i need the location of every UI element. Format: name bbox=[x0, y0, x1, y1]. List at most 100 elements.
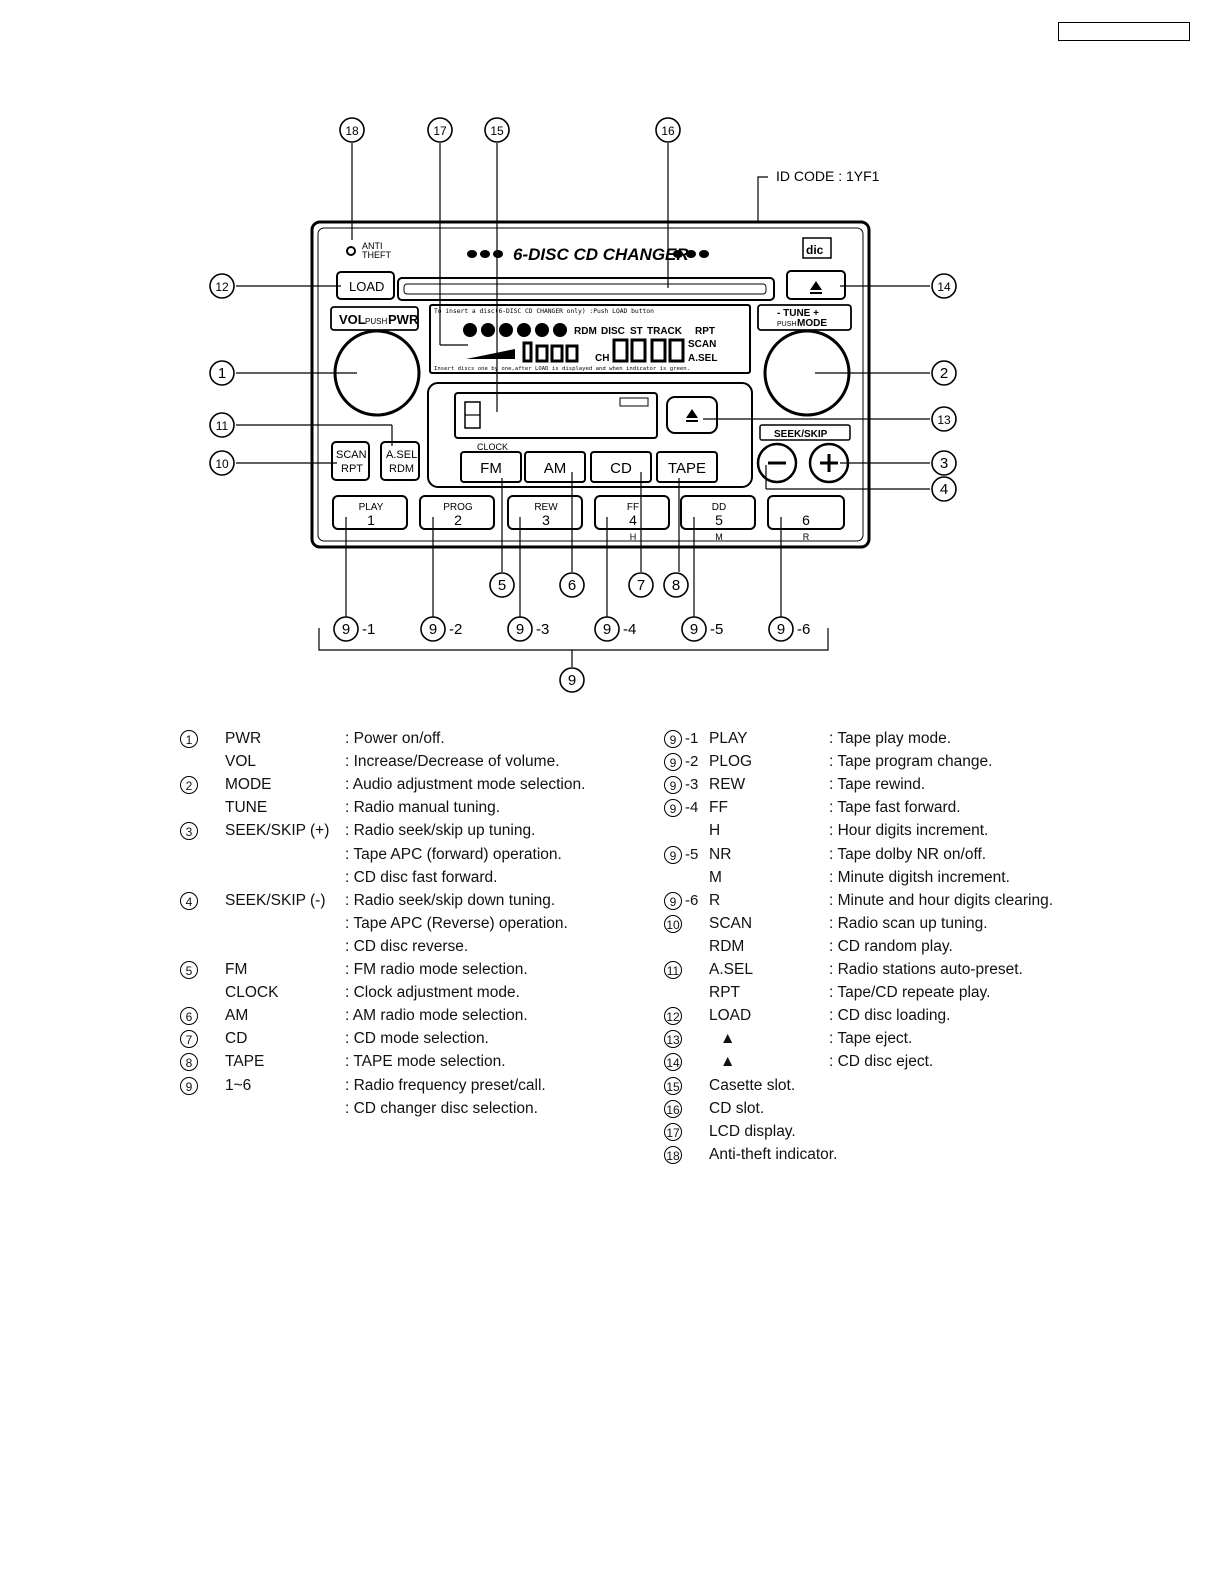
callout-number-9: 9 bbox=[690, 621, 698, 638]
legend-description: : Increase/Decrease of volume. bbox=[345, 753, 560, 771]
callout-number-2: 2 bbox=[940, 365, 948, 382]
lcd-ch: CH bbox=[595, 353, 609, 364]
legend-number: 14 bbox=[664, 1053, 682, 1072]
legend-row: M: Minute digitsh increment. bbox=[664, 867, 1224, 889]
legend-description: : Tape eject. bbox=[829, 1030, 913, 1048]
callout-circle-6 bbox=[559, 572, 585, 598]
preset-button-6[interactable] bbox=[767, 495, 845, 530]
preset-button-5[interactable] bbox=[680, 495, 756, 530]
callout-number-5: 5 bbox=[498, 577, 506, 594]
callout-number-9: 9 bbox=[777, 621, 785, 638]
legend-name: Casette slot. bbox=[709, 1076, 796, 1094]
legend-number: 2 bbox=[180, 776, 198, 795]
legend-description: : Minute digitsh increment. bbox=[829, 868, 1010, 886]
legend-description: : CD disc eject. bbox=[829, 1053, 934, 1071]
legend-name: PWR bbox=[225, 730, 262, 747]
cassette-slot bbox=[454, 392, 658, 439]
legend-description: : Radio seek/skip up tuning. bbox=[345, 822, 536, 840]
legend-row: RPT: Tape/CD repeate play. bbox=[664, 982, 1224, 1004]
legend-description: : CD disc loading. bbox=[829, 1007, 951, 1025]
preset-button-top-label: DD bbox=[712, 502, 726, 513]
legend-number: 8 bbox=[180, 1053, 198, 1072]
legend-row: : Tape APC (Reverse) operation. bbox=[180, 913, 740, 935]
preset-button-number: 2 bbox=[454, 512, 462, 528]
legend-name: AM bbox=[225, 1007, 249, 1025]
preset-button-1[interactable] bbox=[332, 495, 408, 530]
asel-rdm-button[interactable] bbox=[380, 441, 420, 481]
callout-number-18: 18 bbox=[345, 124, 359, 138]
scan-rpt-button[interactable] bbox=[331, 441, 370, 481]
preset-button-number: 4 bbox=[629, 512, 637, 528]
legend-name: CD bbox=[225, 1030, 248, 1048]
mode-button-am[interactable] bbox=[524, 451, 586, 483]
clock-label: CLOCK bbox=[477, 442, 508, 452]
legend-name: ▲ bbox=[720, 1030, 736, 1048]
sub-callout-label: -4 bbox=[623, 621, 636, 638]
legend-row: H: Hour digits increment. bbox=[664, 820, 1224, 842]
callout-circle-9 bbox=[420, 616, 446, 642]
callout-number-8: 8 bbox=[672, 577, 680, 594]
callout-circle-15 bbox=[484, 117, 510, 143]
asel-label: A.SEL bbox=[386, 449, 417, 461]
preset-button-4[interactable] bbox=[594, 495, 670, 530]
callout-circle-8 bbox=[663, 572, 689, 598]
cd-eject-icon bbox=[810, 281, 822, 294]
legend-row: : CD disc fast forward. bbox=[180, 867, 740, 889]
legend-name: NR bbox=[709, 845, 732, 863]
preset-button-top-label: PROG bbox=[443, 502, 473, 513]
mode-button-cd[interactable] bbox=[590, 451, 652, 483]
callout-number-1: 1 bbox=[218, 365, 226, 382]
callout-circle-16 bbox=[655, 117, 681, 143]
vol-label: VOL bbox=[339, 312, 366, 327]
preset-button-3[interactable] bbox=[507, 495, 583, 530]
legend-description: : CD changer disc selection. bbox=[345, 1099, 538, 1117]
preset-button-number: 3 bbox=[542, 512, 550, 528]
anti-theft-label-2: THEFT bbox=[362, 250, 391, 260]
legend-name: CLOCK bbox=[225, 984, 279, 1002]
mode-button-label: CD bbox=[610, 460, 632, 477]
legend-number: 9 bbox=[664, 753, 682, 772]
legend-sub-number: -6 bbox=[685, 891, 699, 909]
legend-row: TUNE: Radio manual tuning. bbox=[180, 797, 740, 819]
sub-callout-label: -5 bbox=[710, 621, 723, 638]
preset-button-below-label: M bbox=[715, 532, 723, 542]
legend-number: 9 bbox=[664, 730, 682, 748]
legend-sub-number: -1 bbox=[685, 730, 699, 747]
legend-number: 10 bbox=[664, 914, 682, 933]
legend-name: Anti-theft indicator. bbox=[709, 1145, 838, 1163]
seek-skip-label-box bbox=[759, 424, 851, 441]
legend-name: SCAN bbox=[709, 914, 753, 932]
anti-theft-label-1: ANTI bbox=[362, 241, 383, 251]
vol-push-label: PUSH bbox=[365, 317, 387, 326]
anti-theft-indicator bbox=[346, 246, 356, 256]
callout-circle-1 bbox=[209, 360, 235, 386]
preset-button-2[interactable] bbox=[419, 495, 495, 530]
lcd-disc: DISC bbox=[601, 326, 625, 337]
mode-button-tape[interactable] bbox=[656, 451, 718, 483]
callout-number-9: 9 bbox=[603, 621, 611, 638]
legend-name: PLOG bbox=[709, 753, 753, 771]
callout-circle-12 bbox=[209, 273, 235, 299]
legend-number: 9 bbox=[664, 776, 682, 795]
lcd-track: TRACK bbox=[647, 326, 683, 337]
mode-button-fm[interactable] bbox=[460, 451, 522, 483]
legend-description: : CD disc fast forward. bbox=[345, 868, 498, 886]
callout-number-11: 11 bbox=[216, 419, 229, 433]
legend-description: : Hour digits increment. bbox=[829, 822, 989, 840]
legend-number: 13 bbox=[664, 1030, 682, 1049]
legend-name: VOL bbox=[225, 753, 257, 771]
legend-name: FM bbox=[225, 961, 248, 978]
preset-button-top-label: REW bbox=[534, 502, 558, 513]
callout-number-7: 7 bbox=[637, 577, 645, 594]
callout-number-16: 16 bbox=[661, 124, 675, 138]
